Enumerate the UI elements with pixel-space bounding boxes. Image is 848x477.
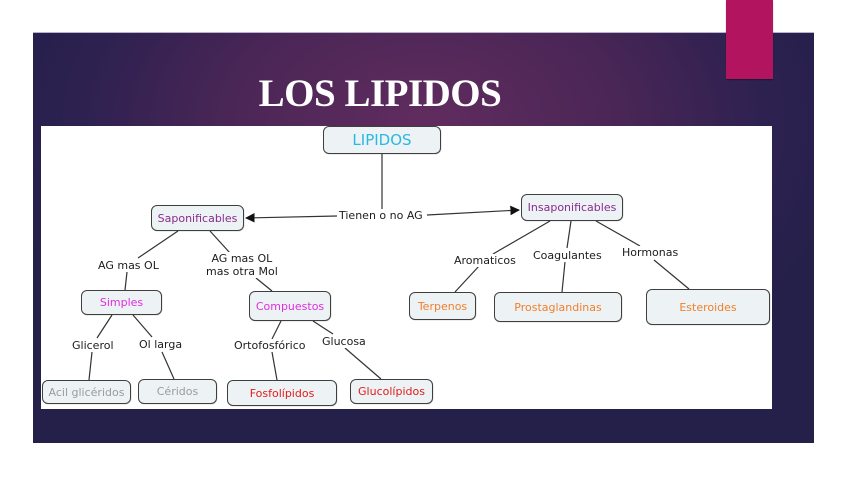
node-acil-gliceridos[interactable]: Acil glicéridos (42, 380, 131, 404)
node-saponificables[interactable]: Saponificables (151, 205, 244, 231)
node-simples[interactable]: Simples (81, 290, 162, 315)
node-glucolipidos[interactable]: Glucolípidos (350, 379, 433, 404)
slide-title: LOS LIPIDOS (258, 72, 502, 115)
node-terpenos-label: Terpenos (417, 299, 468, 313)
link-label-ag-mas-ol-mas-otra-mol: AG mas OL mas otra Mol (205, 252, 279, 278)
node-lipidos[interactable]: LIPIDOS (323, 126, 441, 154)
node-prostaglandinas[interactable]: Prostaglandinas (494, 292, 622, 322)
node-fosfolipidos[interactable]: Fosfolípidos (227, 380, 337, 406)
link-label-ortofosforico: Ortofosfórico (233, 339, 307, 352)
node-compuestos-label: Compuestos (255, 299, 325, 313)
node-ceridos[interactable]: Céridos (138, 379, 217, 404)
node-ceridos-label: Céridos (156, 385, 199, 398)
node-glucolipidos-label: Glucolípidos (358, 385, 425, 398)
node-saponificables-label: Saponificables (157, 211, 238, 225)
link-label-glucosa: Glucosa (321, 335, 367, 348)
link-label-tienen-o-no-ag: Tienen o no AG (338, 209, 424, 222)
node-terpenos[interactable]: Terpenos (409, 292, 476, 320)
link-label-aromaticos: Aromaticos (453, 254, 517, 267)
node-compuestos[interactable]: Compuestos (249, 291, 331, 321)
node-esteroides-label: Esteroides (679, 300, 737, 314)
link-label-ol-larga: Ol larga (138, 338, 184, 351)
node-simples-label: Simples (99, 296, 144, 309)
node-insaponificables[interactable]: Insaponificables (521, 194, 623, 221)
link-label-ag-mas-ol-mas-otra-mol-text: AG mas OL mas otra Mol (206, 252, 278, 278)
link-label-glicerol: Glicerol (71, 339, 115, 352)
node-acil-gliceridos-label: Acil glicéridos (48, 385, 125, 399)
link-label-coagulantes: Coagulantes (532, 249, 603, 262)
node-fosfolipidos-label: Fosfolípidos (249, 386, 315, 400)
node-prostaglandinas-label: Prostaglandinas (514, 300, 602, 314)
link-label-ag-mas-ol: AG mas OL (97, 259, 160, 272)
link-label-hormonas: Hormonas (621, 246, 680, 259)
node-insaponificables-label: Insaponificables (527, 201, 617, 214)
node-lipidos-label: LIPIDOS (352, 131, 412, 149)
node-esteroides[interactable]: Esteroides (646, 289, 770, 325)
accent-bar (726, 0, 773, 79)
